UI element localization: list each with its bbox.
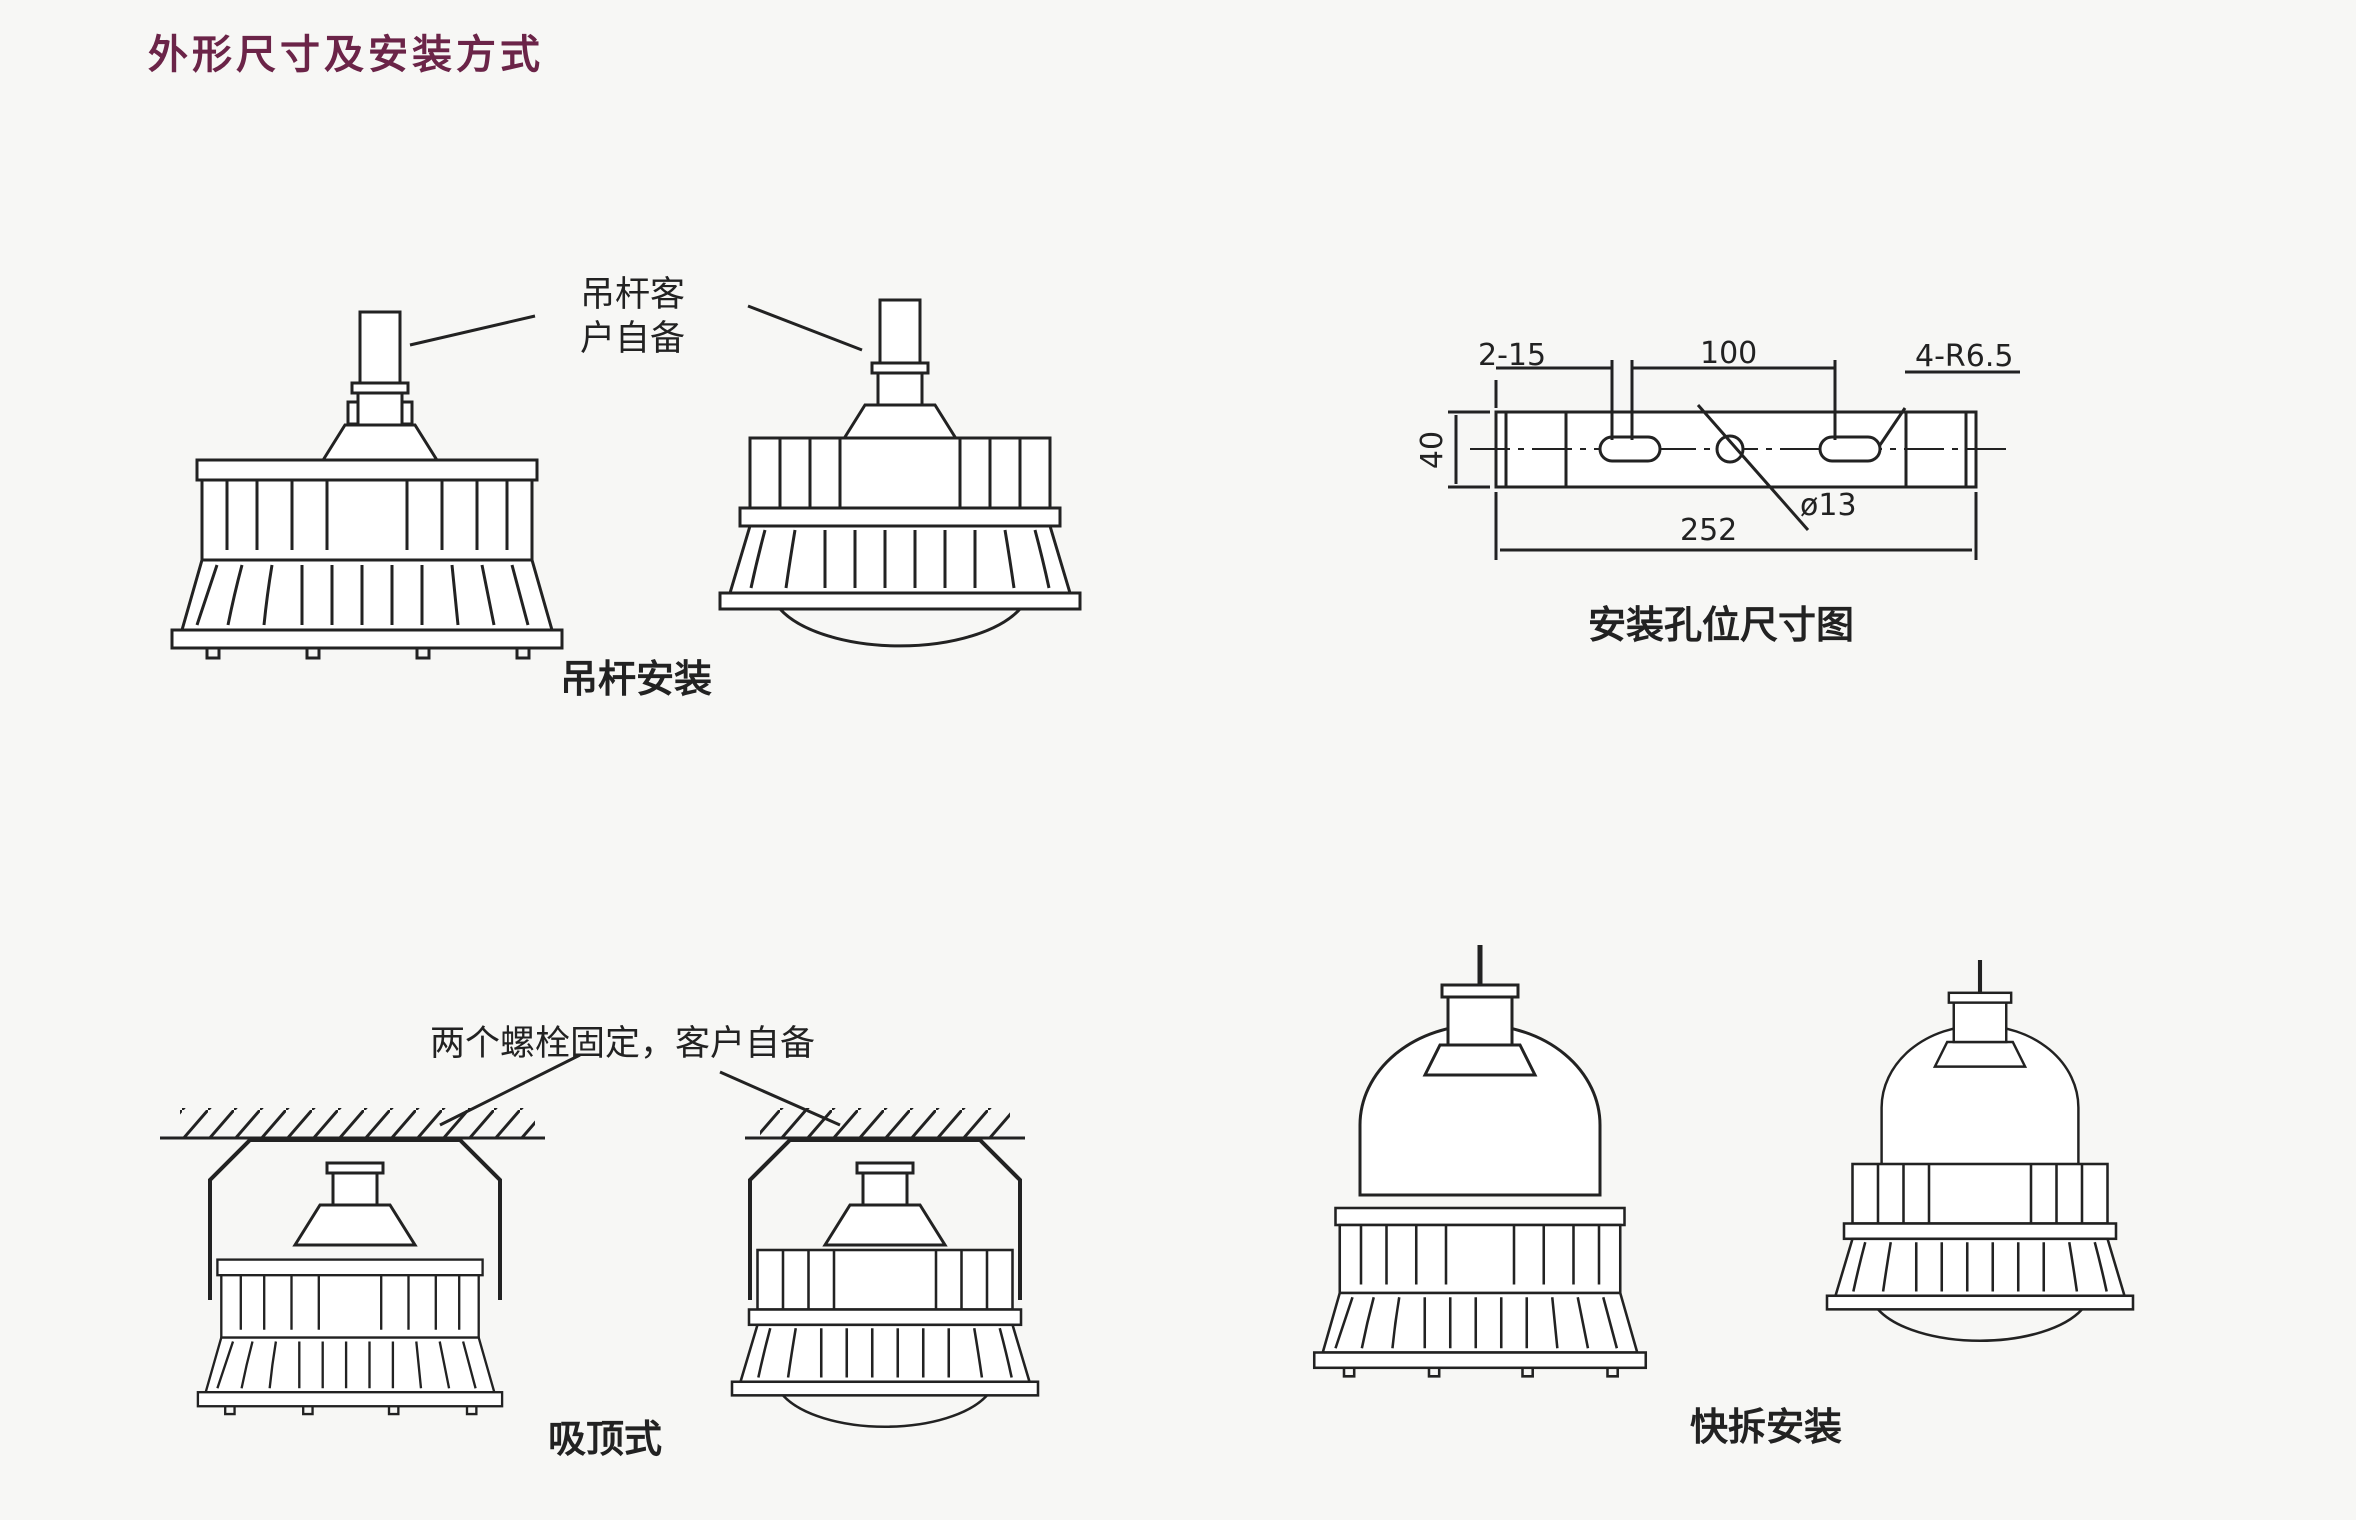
ceiling-lamp-left — [196, 1138, 504, 1416]
ceiling-lamp-right — [730, 1138, 1040, 1429]
pendant-lamp-right — [718, 298, 1082, 648]
top-housing-shape — [318, 381, 442, 467]
ceiling-hatch-left — [180, 1108, 535, 1138]
lamp-dome-shape — [1825, 1162, 2135, 1343]
caption-quick: 快拆安装 — [1690, 1405, 1842, 1449]
bolt-note: 两个螺栓固定，客户自备 — [430, 1024, 815, 1064]
rod-note-line1: 吊杆客 — [580, 275, 685, 315]
dim-hole-count: 2-15 — [1478, 338, 1546, 373]
page-title: 外形尺寸及安装方式 — [148, 32, 544, 78]
bolt-leader-line-right — [719, 1070, 841, 1127]
quick-lamp-right — [1825, 960, 2135, 1343]
caption-ceiling: 吸顶式 — [548, 1417, 662, 1461]
rod-leader-line-right — [747, 304, 863, 352]
quick-top-shape — [1360, 945, 1600, 1195]
dim-center-hole: ø13 — [1800, 488, 1857, 523]
top-housing-shape — [838, 361, 962, 447]
ceiling-hatch-right — [760, 1108, 1010, 1138]
top-housing-shape — [293, 1161, 417, 1247]
lamp-wide-shape — [170, 458, 564, 660]
bracket-drawing — [1448, 360, 2020, 560]
lamp-wide-shape — [196, 1258, 504, 1416]
lamp-dome-shape — [730, 1248, 1040, 1429]
lamp-wide-shape — [1312, 1206, 1648, 1378]
rod-leader-line-left — [409, 314, 536, 347]
top-housing-shape — [823, 1161, 947, 1247]
dim-height: 40 — [1415, 431, 1450, 469]
bolt-leader-line-left — [439, 1053, 581, 1127]
dim-spacing: 100 — [1700, 336, 1757, 371]
quick-lamp-left — [1312, 945, 1648, 1378]
caption-pendant: 吊杆安装 — [560, 657, 712, 701]
lamp-dome-shape — [718, 436, 1082, 648]
dim-radius: 4-R6.5 — [1915, 339, 2013, 374]
quick-top-shape — [1882, 960, 2079, 1165]
dim-length: 252 — [1680, 513, 1737, 548]
rod-note-line2: 户自备 — [580, 319, 685, 359]
pendant-lamp-left — [170, 310, 564, 660]
caption-hole: 安装孔位尺寸图 — [1588, 603, 1854, 647]
